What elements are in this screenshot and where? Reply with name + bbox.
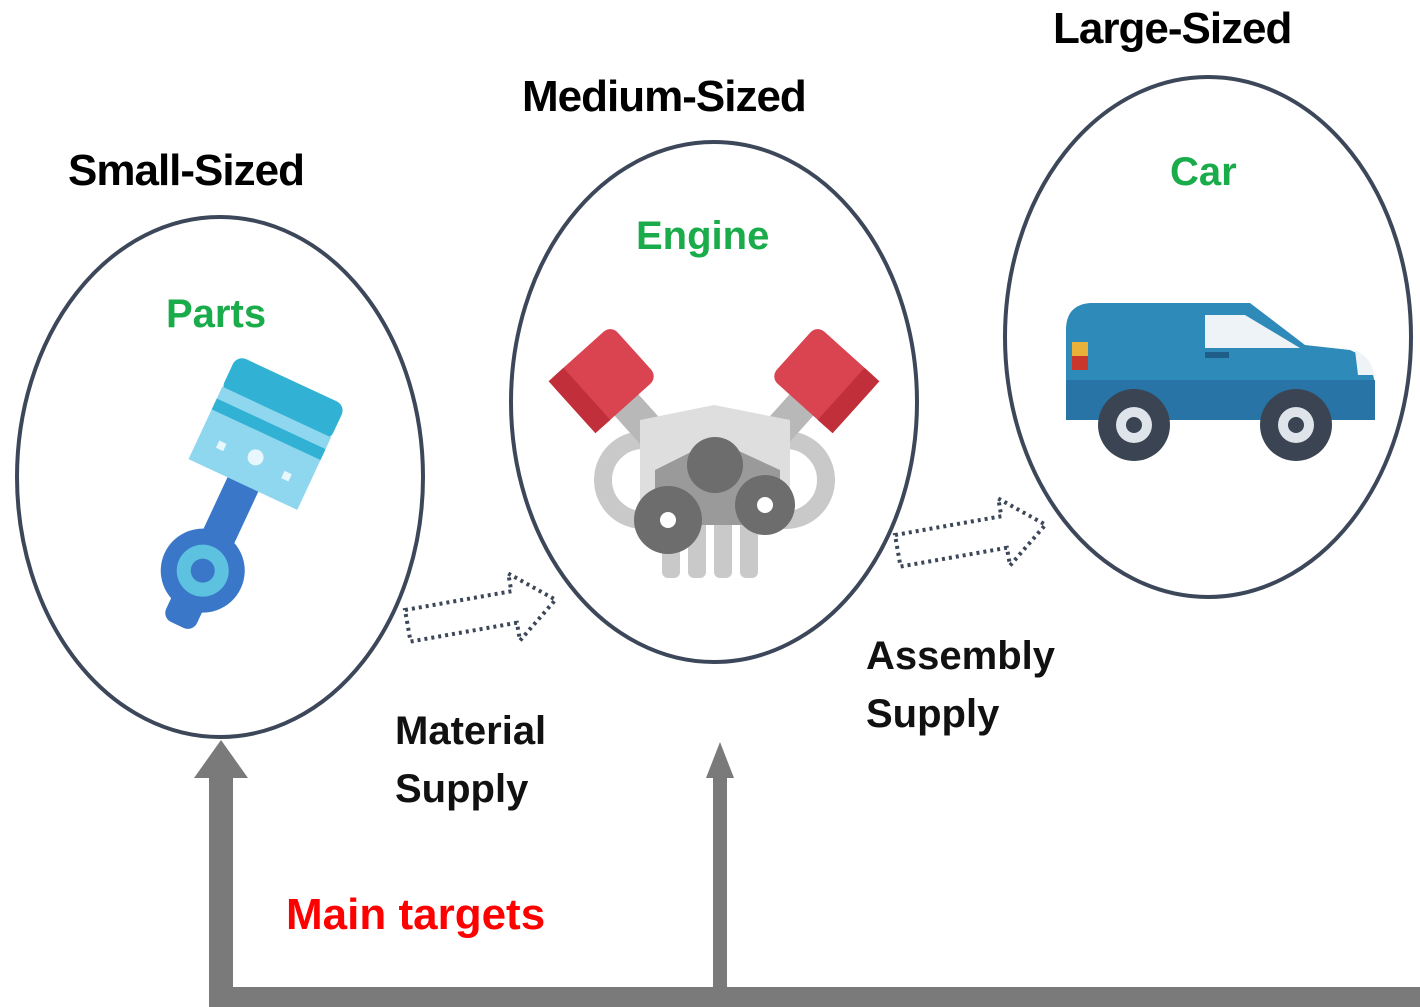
engine-icon (548, 329, 880, 578)
material-supply-line1: Material (395, 709, 547, 753)
medium-sized-ellipse (509, 140, 919, 664)
engine-label: Engine (636, 214, 770, 258)
car-label: Car (1170, 150, 1237, 194)
assembly-supply-label: Assembly Supply (866, 627, 1055, 743)
material-supply-line2: Supply (395, 767, 529, 811)
assembly-supply-line1: Assembly (866, 634, 1055, 678)
large-sized-ellipse (1003, 75, 1413, 599)
small-sized-title: Small-Sized (68, 146, 305, 195)
piston-icon (160, 358, 343, 629)
main-targets-label: Main targets (286, 890, 546, 939)
material-supply-label: Material Supply (395, 702, 546, 818)
material-supply-arrow (402, 569, 559, 645)
medium-sized-title: Medium-Sized (522, 72, 807, 121)
assembly-supply-arrow (892, 494, 1049, 570)
small-sized-ellipse (15, 215, 425, 739)
main-targets-arrows (194, 740, 1420, 1007)
large-sized-title: Large-Sized (1053, 4, 1292, 53)
assembly-supply-line2: Supply (866, 692, 1000, 736)
car-icon (1066, 303, 1375, 461)
parts-label: Parts (166, 292, 267, 336)
